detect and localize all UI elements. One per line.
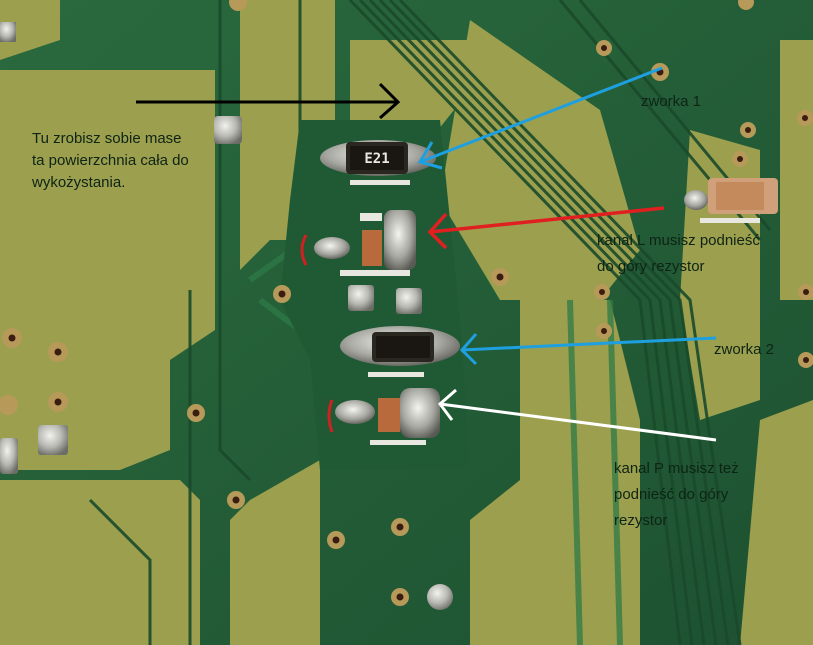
note-channel-p-line-2: podnieść do góry [614, 486, 729, 503]
via-pads [0, 0, 813, 610]
arrow-jumper-1 [417, 66, 663, 170]
note-mass-line-3: wykożystania. [32, 174, 126, 191]
note-channel-l-line-1: kanal L musisz podnieść [597, 232, 760, 249]
smd-resistor-channel-l [300, 210, 416, 276]
note-channel-p: kanal P musisz też podnieść do góry rezy… [614, 456, 739, 534]
note-channel-p-line-3: rezystor [614, 512, 668, 529]
note-mass-line-1: Tu zrobisz sobie mase [32, 130, 182, 147]
silkscreen-line [350, 180, 410, 185]
trace-bundle [88, 0, 772, 645]
component-marking: E21 [364, 151, 389, 167]
smd-resistor-channel-p [327, 388, 440, 445]
arrow-channel-p [437, 388, 717, 442]
note-channel-l-line-2: do góry rezystor [597, 258, 705, 275]
arrow-mass [136, 82, 401, 120]
arrow-channel-l [427, 206, 665, 250]
smd-component-right [684, 178, 778, 223]
label-jumper-2: zworka 2 [714, 341, 775, 358]
note-mass-ground: Tu zrobisz sobie mase ta powierzchnia ca… [32, 128, 189, 194]
label-jumper-1: zworka 1 [641, 93, 702, 110]
smd-resistor-e21: E21 [320, 140, 436, 176]
arrow-jumper-2 [459, 333, 717, 366]
smd-pad-right [396, 288, 422, 314]
smd-resistor-jumper-2 [340, 326, 460, 366]
note-channel-l: kanal L musisz podnieść do góry rezystor [597, 228, 760, 280]
smd-pad-left [348, 285, 374, 311]
component-area [280, 120, 470, 470]
silkscreen-line-2 [368, 372, 424, 377]
note-mass-line-2: ta powierzchnia cała do [32, 152, 189, 169]
note-channel-p-line-1: kanal P musisz też [614, 460, 739, 477]
